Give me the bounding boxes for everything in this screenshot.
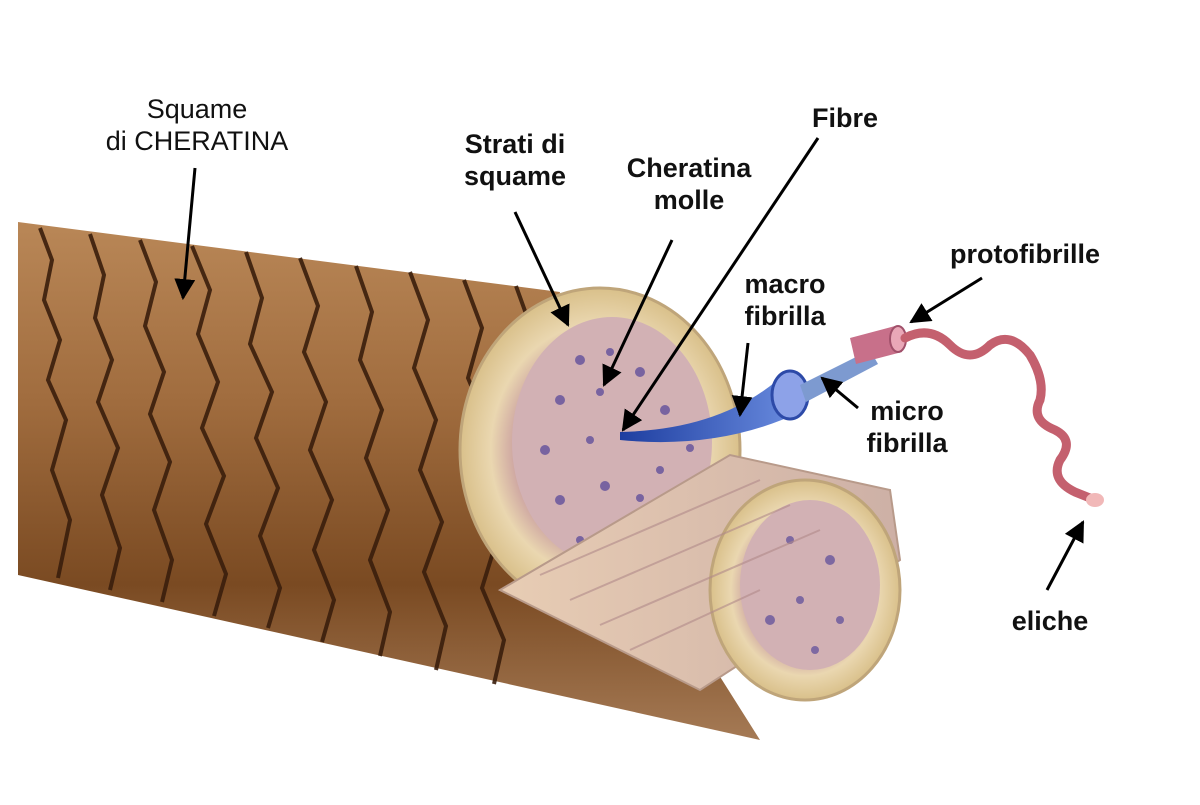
arrow-squame — [174, 167, 197, 301]
label-micro-line2: fibrilla — [866, 428, 948, 458]
label-cheratina-line1: Cheratina — [626, 153, 752, 183]
arrow-eliche — [1045, 520, 1085, 591]
label-squame: Squame di CHERATINA — [90, 93, 304, 157]
label-macro-line2: fibrilla — [744, 301, 826, 331]
label-fibre: Fibre — [811, 103, 878, 133]
label-strati: Strati di squame — [440, 128, 590, 192]
label-protofibrille: protofibrille — [950, 239, 1100, 269]
arrow-fibre — [621, 137, 820, 432]
arrow-micro — [820, 376, 859, 410]
label-eliche: eliche — [1011, 606, 1089, 636]
arrow-cheratina — [602, 239, 674, 387]
label-strati-line2: squame — [463, 161, 567, 191]
label-macro-line1: macro — [744, 269, 826, 299]
arrow-macro — [731, 342, 753, 418]
arrow-strati — [513, 211, 570, 327]
label-cheratina-line2: molle — [653, 185, 725, 215]
protofibril — [850, 326, 902, 364]
label-micro: micro fibrilla — [842, 395, 972, 459]
label-micro-line1: micro — [870, 396, 944, 426]
label-squame-line2: di CHERATINA — [105, 126, 289, 156]
arrow-protofibrille — [909, 276, 983, 324]
helix — [900, 328, 1100, 505]
label-macro: macro fibrilla — [720, 268, 850, 332]
label-squame-line1: Squame — [146, 94, 248, 124]
label-strati-line1: Strati di — [464, 129, 566, 159]
macrofibril — [620, 378, 800, 443]
label-cheratina: Cheratina molle — [605, 152, 773, 216]
